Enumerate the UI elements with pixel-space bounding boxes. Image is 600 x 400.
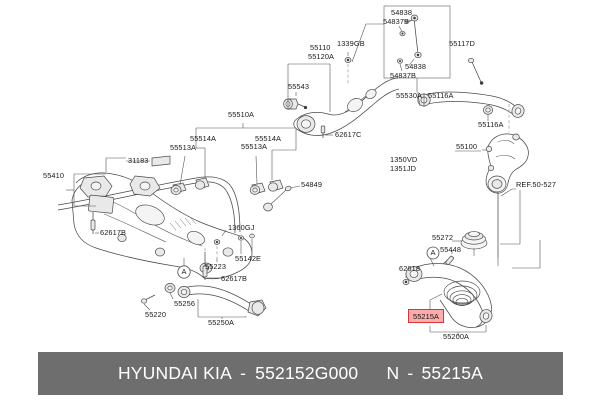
callout-55120A: 55120A [308, 52, 335, 61]
callout-55100: 55100 [456, 142, 478, 151]
footer-suffix-number: 55215A [421, 363, 484, 383]
callout-62617B-left: 62617B [100, 228, 127, 237]
callout-54849: 54849 [301, 180, 323, 189]
callout-55116A-left: 55116A [428, 91, 454, 100]
callout-55514A-right: 55514A [255, 134, 282, 143]
callout-55250A: 55250A [208, 318, 235, 327]
callout-55510A: 55510A [228, 110, 255, 119]
callout-55117D: 55117D [449, 39, 475, 48]
callout-1339GB: 1339GB [337, 39, 365, 48]
callout-55116A-right: 55116A [478, 120, 504, 129]
callout-55530A: 55530A [396, 91, 423, 100]
callout-54837B-lower: 54837B [390, 71, 417, 80]
footer-part-number: 552152G000 [255, 363, 359, 383]
callout-55448: 55448 [440, 245, 462, 254]
callout-55223: 55223 [205, 262, 227, 271]
footer-separator: - [240, 363, 247, 383]
callout-54837B-upper: 54837B [383, 17, 410, 26]
callout-54838-upper: 54838 [391, 8, 413, 17]
callout-55513A-left: 55513A [170, 143, 197, 152]
callout-55410: 55410 [43, 171, 65, 180]
callout-1351JD: 1351JD [390, 164, 417, 173]
callout-55256: 55256 [174, 299, 196, 308]
footer-suffix-separator: - [407, 363, 414, 383]
callout-1360GJ: 1360GJ [228, 223, 255, 232]
callout-55142E: 55142E [235, 254, 262, 263]
reference-marker-a-right: A [430, 248, 436, 257]
callout-55514A-left: 55514A [190, 134, 217, 143]
footer-suffix-prefix: N [386, 363, 400, 383]
footer-text: HYUNDAI KIA - 552152G000 N - 55215A [118, 363, 483, 384]
callout-55110: 55110 [310, 43, 331, 52]
callout-55513A-right: 55513A [241, 142, 268, 151]
callout-31183: 31183 [128, 156, 149, 165]
callout-ref-50-527: REF.50-527 [516, 180, 557, 189]
callout-55220: 55220 [145, 310, 167, 319]
callout-54838-lower: 54838 [405, 62, 427, 71]
callout-62617C: 62617C [335, 130, 362, 139]
footer-brand: HYUNDAI KIA [117, 363, 231, 383]
callout-62618: 62618 [399, 264, 421, 273]
reference-marker-a-left: A [181, 267, 187, 276]
callout-55543: 55543 [288, 82, 310, 91]
callout-62617B-center: 62617B [221, 274, 248, 283]
callout-55272: 55272 [432, 233, 454, 242]
callout-1350VD: 1350VD [390, 155, 418, 164]
callout-55200A: 55200A [443, 332, 470, 341]
highlighted-part-55215A[interactable]: 55215A [408, 309, 445, 323]
footer-bar: HYUNDAI KIA - 552152G000 N - 55215A [38, 352, 563, 395]
